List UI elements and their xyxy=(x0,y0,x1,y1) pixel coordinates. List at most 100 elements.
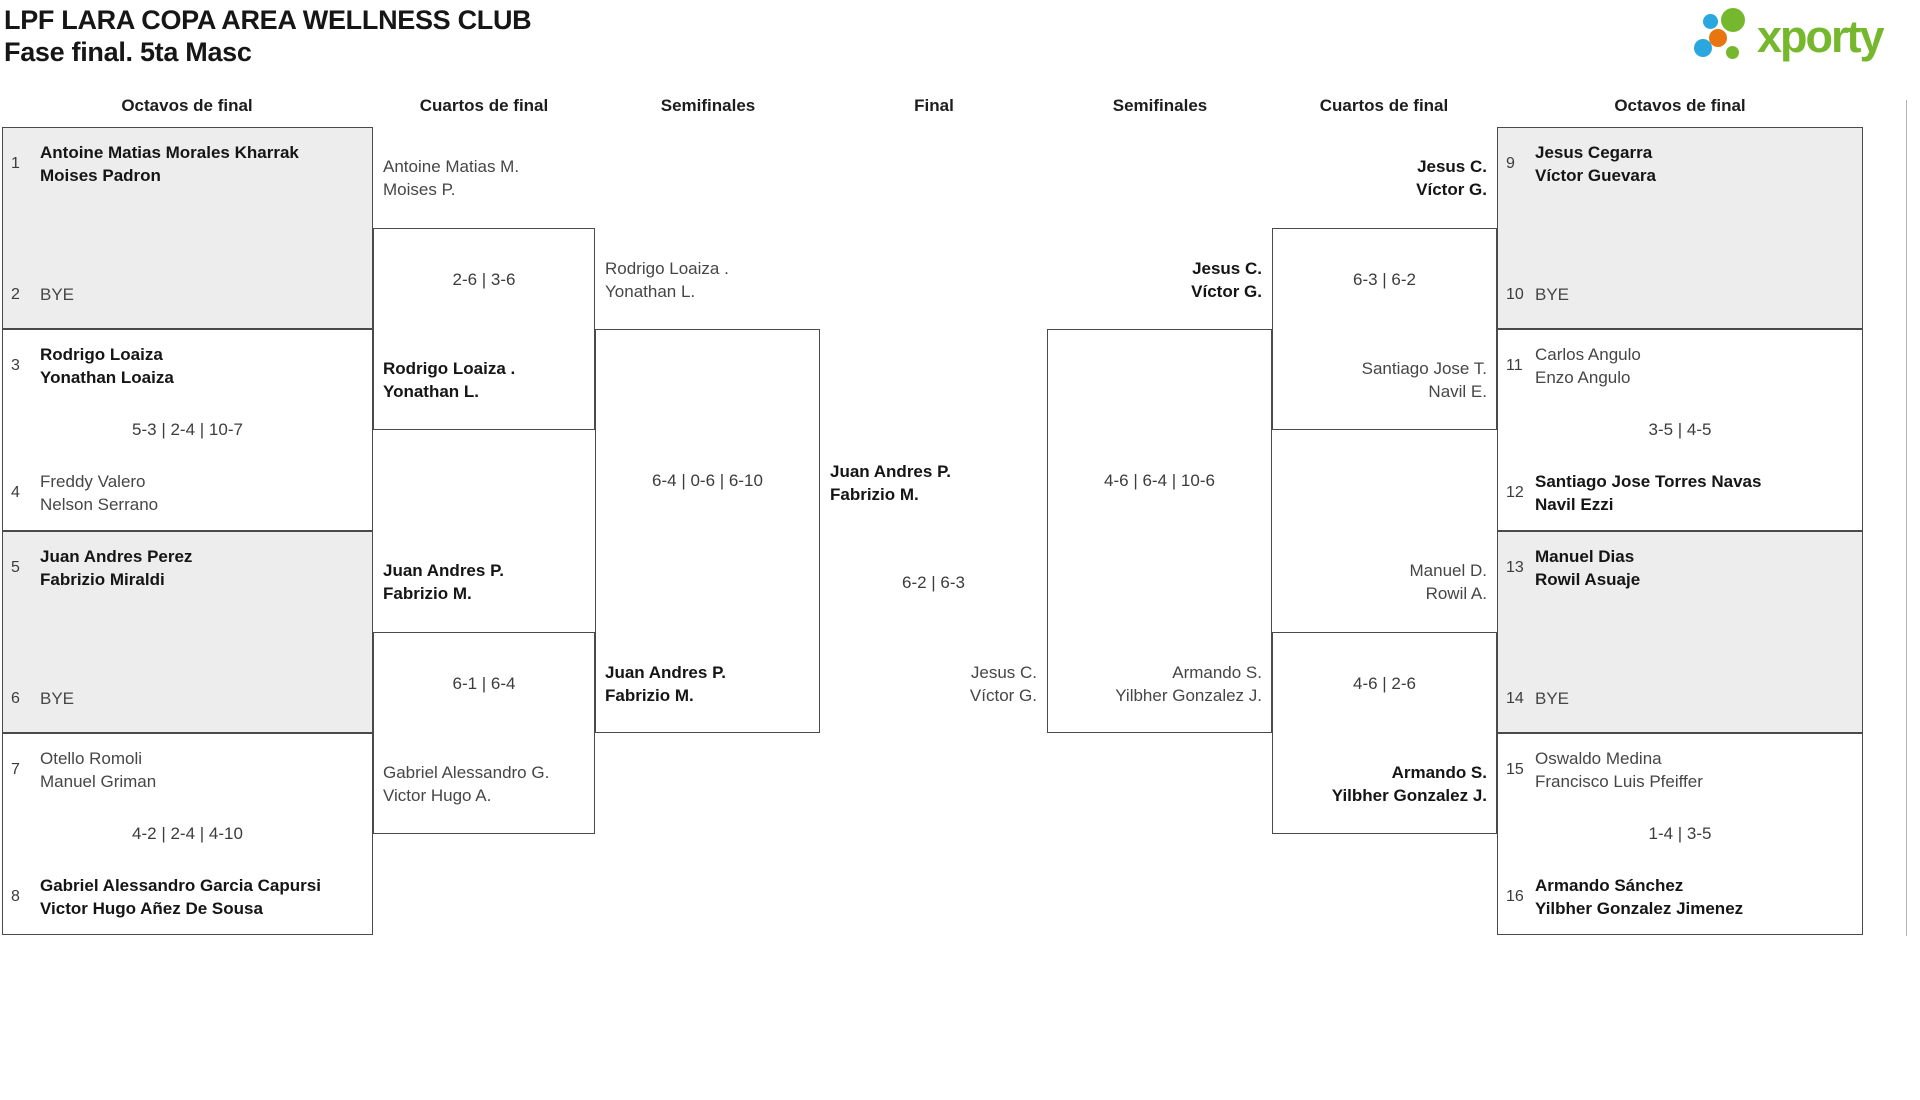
match-slot: 4 Freddy Valero Nelson Serrano xyxy=(11,470,366,516)
seed-number: 3 xyxy=(11,357,20,374)
player-line: Armando S. xyxy=(1391,763,1487,782)
final-score: 6-2 | 6-3 xyxy=(901,573,965,592)
match-score: 3-5 | 4-5 xyxy=(1648,420,1712,439)
final-team-juan-fabrizio: Juan Andres P. Fabrizio M. xyxy=(830,460,1040,506)
player-line: Santiago Jose T. xyxy=(1361,359,1487,378)
player-line: Moises Padron xyxy=(40,166,161,185)
player-line: Antoine Matias M. xyxy=(383,157,520,176)
logo-dot-blue-small xyxy=(1703,14,1718,29)
cuartos-team-armando-yilbher: Armando S. Yilbher Gonzalez J. xyxy=(1277,761,1487,807)
match-slot: 16 Armando Sánchez Yilbher Gonzalez Jime… xyxy=(1506,874,1856,920)
match-slot: 9 Jesus Cegarra Víctor Guevara xyxy=(1506,141,1856,187)
team-name-winner: Antoine Matias Morales Kharrak Moises Pa… xyxy=(40,141,299,187)
cuartos-team-jesus-victor: Jesus C. Víctor G. xyxy=(1277,155,1487,201)
match-box-semifinal-left xyxy=(595,329,820,733)
match-slot: 14 BYE xyxy=(1506,687,1856,710)
seed-number: 7 xyxy=(11,761,20,778)
player-line: Víctor G. xyxy=(1416,180,1487,199)
player-line: Otello Romoli xyxy=(40,749,143,768)
player-line: Victor Hugo A. xyxy=(383,786,492,805)
cuartos-team-santiago-navil: Santiago Jose T. Navil E. xyxy=(1277,357,1487,403)
player-line: Manuel Dias xyxy=(1535,547,1635,566)
cuartos-team-manuel-rowil: Manuel D. Rowil A. xyxy=(1277,559,1487,605)
team-name-bye: BYE xyxy=(40,689,75,708)
match-score: 1-4 | 3-5 xyxy=(1648,824,1712,843)
match-score: 5-3 | 2-4 | 10-7 xyxy=(132,420,243,439)
match-score: 6-4 | 0-6 | 6-10 xyxy=(652,471,763,490)
player-line: Navil E. xyxy=(1428,382,1487,401)
player-line: Enzo Angulo xyxy=(1535,368,1631,387)
team-name: Freddy Valero Nelson Serrano xyxy=(40,470,158,516)
logo-dot-blue-large xyxy=(1694,39,1712,57)
player-line: Rowil A. xyxy=(1425,584,1487,603)
player-line: Fabrizio M. xyxy=(830,485,919,504)
player-line: Juan Andres P. xyxy=(383,561,504,580)
seed-number: 14 xyxy=(1506,689,1524,707)
team-name-winner: Manuel Dias Rowil Asuaje xyxy=(1535,545,1640,591)
match-box-octavos-11-12: 11 Carlos Angulo Enzo Angulo 3-5 | 4-5 1… xyxy=(1497,329,1863,531)
player-line: Navil Ezzi xyxy=(1535,495,1614,514)
player-line: Gabriel Alessandro Garcia Capursi xyxy=(40,876,321,895)
player-line: Víctor G. xyxy=(1191,282,1262,301)
match-box-cuartos-left-1 xyxy=(373,228,595,430)
match-box-octavos-3-4: 3 Rodrigo Loaiza Yonathan Loaiza 5-3 | 2… xyxy=(2,329,373,531)
team-name: Carlos Angulo Enzo Angulo xyxy=(1535,343,1641,389)
semifinal-team-jesus-victor: Jesus C. Víctor G. xyxy=(1052,257,1262,303)
player-line: Nelson Serrano xyxy=(40,495,159,514)
player-line: Manuel Griman xyxy=(40,772,157,791)
seed-number: 6 xyxy=(11,689,20,707)
match-box-octavos-1-2: 1 Antoine Matias Morales Kharrak Moises … xyxy=(2,127,373,329)
match-slot: 3 Rodrigo Loaiza Yonathan Loaiza xyxy=(11,343,366,389)
player-line: Armando S. xyxy=(1172,663,1262,682)
player-line: Yilbher Gonzalez J. xyxy=(1331,786,1487,805)
team-name: Otello Romoli Manuel Griman xyxy=(40,747,156,793)
player-line: Jesus C. xyxy=(1417,157,1487,176)
match-slot: 6 BYE xyxy=(11,687,366,710)
match-box-semifinal-right xyxy=(1047,329,1272,733)
player-line: Victor Hugo Añez De Sousa xyxy=(40,899,263,918)
seed-number: 5 xyxy=(11,559,20,576)
player-line: Antoine Matias Morales Kharrak xyxy=(40,143,299,162)
match-slot: 12 Santiago Jose Torres Navas Navil Ezzi xyxy=(1506,470,1856,516)
match-box-cuartos-left-2 xyxy=(373,632,595,834)
player-line: Gabriel Alessandro G. xyxy=(383,763,550,782)
match-slot: 1 Antoine Matias Morales Kharrak Moises … xyxy=(11,141,366,187)
player-line: Juan Andres Perez xyxy=(40,547,193,566)
cuartos-team-rodrigo-yonathan: Rodrigo Loaiza . Yonathan L. xyxy=(383,357,593,403)
match-score: 4-6 | 2-6 xyxy=(1352,674,1416,693)
player-line: Fabrizio M. xyxy=(383,584,472,603)
match-score: 6-1 | 6-4 xyxy=(452,674,516,693)
seed-number: 13 xyxy=(1506,559,1524,576)
seed-number: 1 xyxy=(11,155,20,172)
round-header-semis-right: Semifinales xyxy=(1112,96,1208,115)
match-slot: 11 Carlos Angulo Enzo Angulo xyxy=(1506,343,1856,389)
seed-number: 8 xyxy=(11,888,20,905)
seed-number: 12 xyxy=(1506,484,1524,501)
seed-number: 4 xyxy=(11,484,20,501)
player-line: Armando Sánchez xyxy=(1535,876,1684,895)
match-slot: 7 Otello Romoli Manuel Griman xyxy=(11,747,366,793)
player-line: Rodrigo Loaiza xyxy=(40,345,163,364)
player-line: Manuel D. xyxy=(1409,561,1487,580)
logo-dot-green-large xyxy=(1721,8,1745,32)
player-line: Fabrizio M. xyxy=(605,686,694,705)
phase-name: Fase final. 5ta Masc xyxy=(4,37,252,67)
player-line: Víctor Guevara xyxy=(1535,166,1656,185)
player-line: Yilbher Gonzalez Jimenez xyxy=(1535,899,1744,918)
round-header-semis-left: Semifinales xyxy=(660,96,756,115)
tournament-name: LPF LARA COPA AREA WELLNESS CLUB xyxy=(4,5,532,35)
match-score: 6-3 | 6-2 xyxy=(1352,270,1416,289)
match-slot: 2 BYE xyxy=(11,283,366,306)
match-box-cuartos-right-2 xyxy=(1272,632,1497,834)
match-box-octavos-9-10: 9 Jesus Cegarra Víctor Guevara 10 BYE xyxy=(1497,127,1863,329)
round-header-final: Final xyxy=(914,96,954,115)
match-slot: 15 Oswaldo Medina Francisco Luis Pfeiffe… xyxy=(1506,747,1856,793)
player-line: Jesus C. xyxy=(1192,259,1262,278)
xporty-logo[interactable]: xporty xyxy=(1690,5,1910,75)
player-line: Francisco Luis Pfeiffer xyxy=(1535,772,1703,791)
seed-number: 2 xyxy=(11,285,20,303)
team-name-winner: Armando Sánchez Yilbher Gonzalez Jimenez xyxy=(1535,874,1743,920)
seed-number: 9 xyxy=(1506,155,1515,172)
player-line: Fabrizio Miraldi xyxy=(40,570,165,589)
round-header-octavos-left: Octavos de final xyxy=(121,96,253,115)
